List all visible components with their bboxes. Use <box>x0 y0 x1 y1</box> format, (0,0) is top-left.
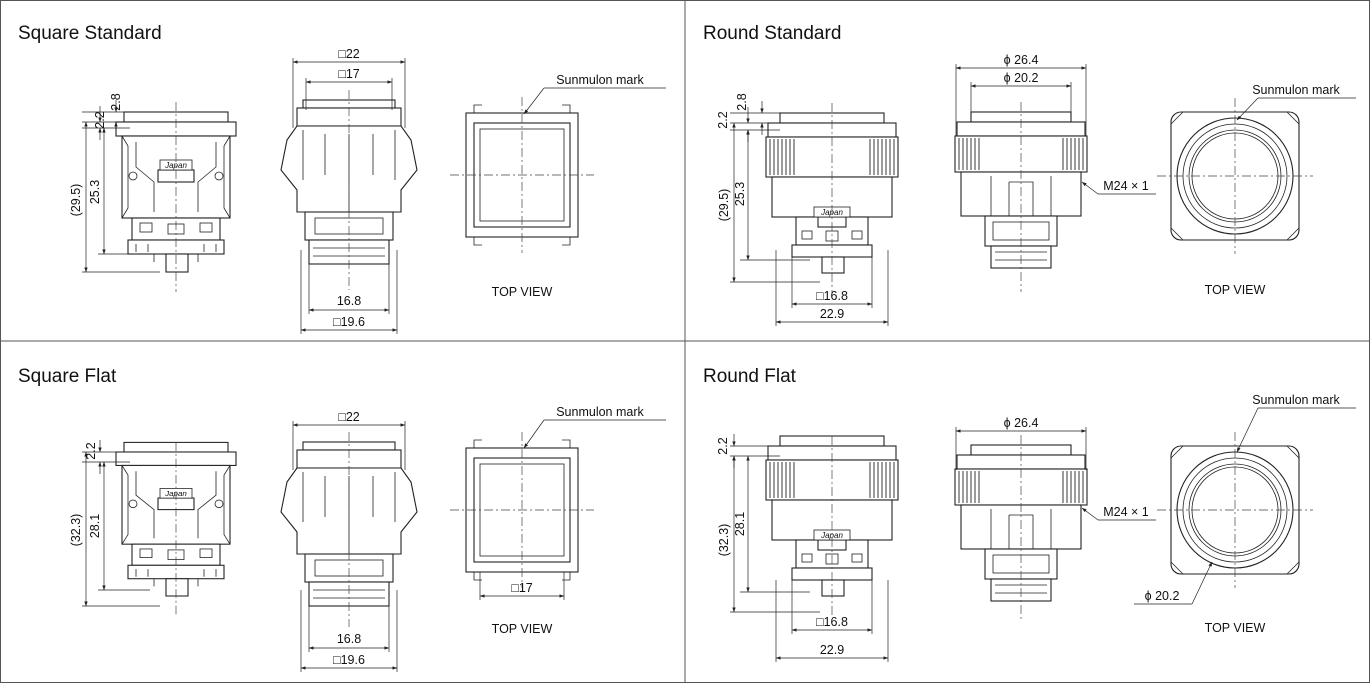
panel-title: Square Standard <box>18 23 162 44</box>
side-view: Japan <box>765 103 899 293</box>
dim-phi20-2: ϕ 20.2 <box>1145 589 1180 603</box>
side-view: Japan <box>115 441 237 616</box>
panel-square-flat: Square Flat Japan 2.2 28.1 (32.3) □22 16… <box>18 366 666 672</box>
sunmulon-mark-label: Sunmulon mark <box>556 405 644 419</box>
top-view-label: TOP VIEW <box>492 285 553 299</box>
dim-sq16-8: □16.8 <box>816 289 848 303</box>
dim-29-5: (29.5) <box>69 184 83 217</box>
dim-m24: M24 × 1 <box>1103 505 1149 519</box>
dim-sq22: □22 <box>338 410 360 424</box>
top-view <box>1157 432 1313 588</box>
dim-sq22: □22 <box>338 47 360 61</box>
dim-25-3: 25.3 <box>733 182 747 206</box>
dim-sq19-6: □19.6 <box>333 315 365 329</box>
dim-2-8: 2.8 <box>735 93 749 110</box>
dim-32-3: (32.3) <box>69 514 83 547</box>
dim-28-1: 28.1 <box>733 512 747 536</box>
dim-2-2: 2.2 <box>93 111 107 128</box>
dim-16-8: 16.8 <box>337 294 361 308</box>
panel-title: Square Flat <box>18 366 117 387</box>
panel-title: Round Standard <box>703 23 841 44</box>
japan-logo: Japan <box>820 531 843 540</box>
dim-phi26-4: ϕ 26.4 <box>1004 53 1039 67</box>
dim-m24: M24 × 1 <box>1103 179 1149 193</box>
panel-title: Round Flat <box>703 366 797 387</box>
dim-2-8: 2.8 <box>109 93 123 110</box>
sunmulon-mark-label: Sunmulon mark <box>556 73 644 87</box>
dim-2-2: 2.2 <box>84 442 98 459</box>
dim-sq17: □17 <box>511 581 533 595</box>
dim-phi20-2: ϕ 20.2 <box>1004 71 1039 85</box>
side-view: Japan <box>765 435 899 616</box>
sunmulon-mark-label: Sunmulon mark <box>1252 393 1340 407</box>
front-view <box>954 102 1088 292</box>
dim-2-2: 2.2 <box>716 437 730 454</box>
dim-22-9: 22.9 <box>820 307 844 321</box>
dim-25-3: 25.3 <box>88 180 102 204</box>
top-view-label: TOP VIEW <box>492 622 553 636</box>
dim-sq17: □17 <box>338 67 360 81</box>
dim-16-8: 16.8 <box>337 632 361 646</box>
panel-round-standard: Round Standard Japan 2.2 2.8 25.3 (29.5)… <box>703 23 1356 326</box>
dim-2-2: 2.2 <box>716 111 730 128</box>
top-view <box>1157 98 1313 254</box>
dim-phi26-4: ϕ 26.4 <box>1004 416 1039 430</box>
panel-round-flat: Round Flat Japan 2.2 28.1 (32.3) ϕ 26.4 … <box>703 366 1356 662</box>
front-view <box>280 432 418 627</box>
front-view <box>280 90 418 290</box>
dim-28-1: 28.1 <box>88 514 102 538</box>
sunmulon-mark-label: Sunmulon mark <box>1252 83 1340 97</box>
top-view-label: TOP VIEW <box>1205 283 1266 297</box>
panel-square-standard: Square Standard Japan 2.2 2.8 25.3 (29.5… <box>18 23 666 334</box>
dim-29-5: (29.5) <box>717 189 731 222</box>
top-view <box>450 432 594 588</box>
japan-logo: Japan <box>164 489 187 498</box>
top-view-label: TOP VIEW <box>1205 621 1266 635</box>
dim-sq19-6: □19.6 <box>333 653 365 667</box>
side-view: Japan <box>115 102 237 292</box>
dim-22-9: 22.9 <box>820 643 844 657</box>
dim-sq16-8: □16.8 <box>816 615 848 629</box>
dim-32-3: (32.3) <box>717 524 731 557</box>
top-view <box>450 97 594 253</box>
front-view <box>954 435 1088 620</box>
